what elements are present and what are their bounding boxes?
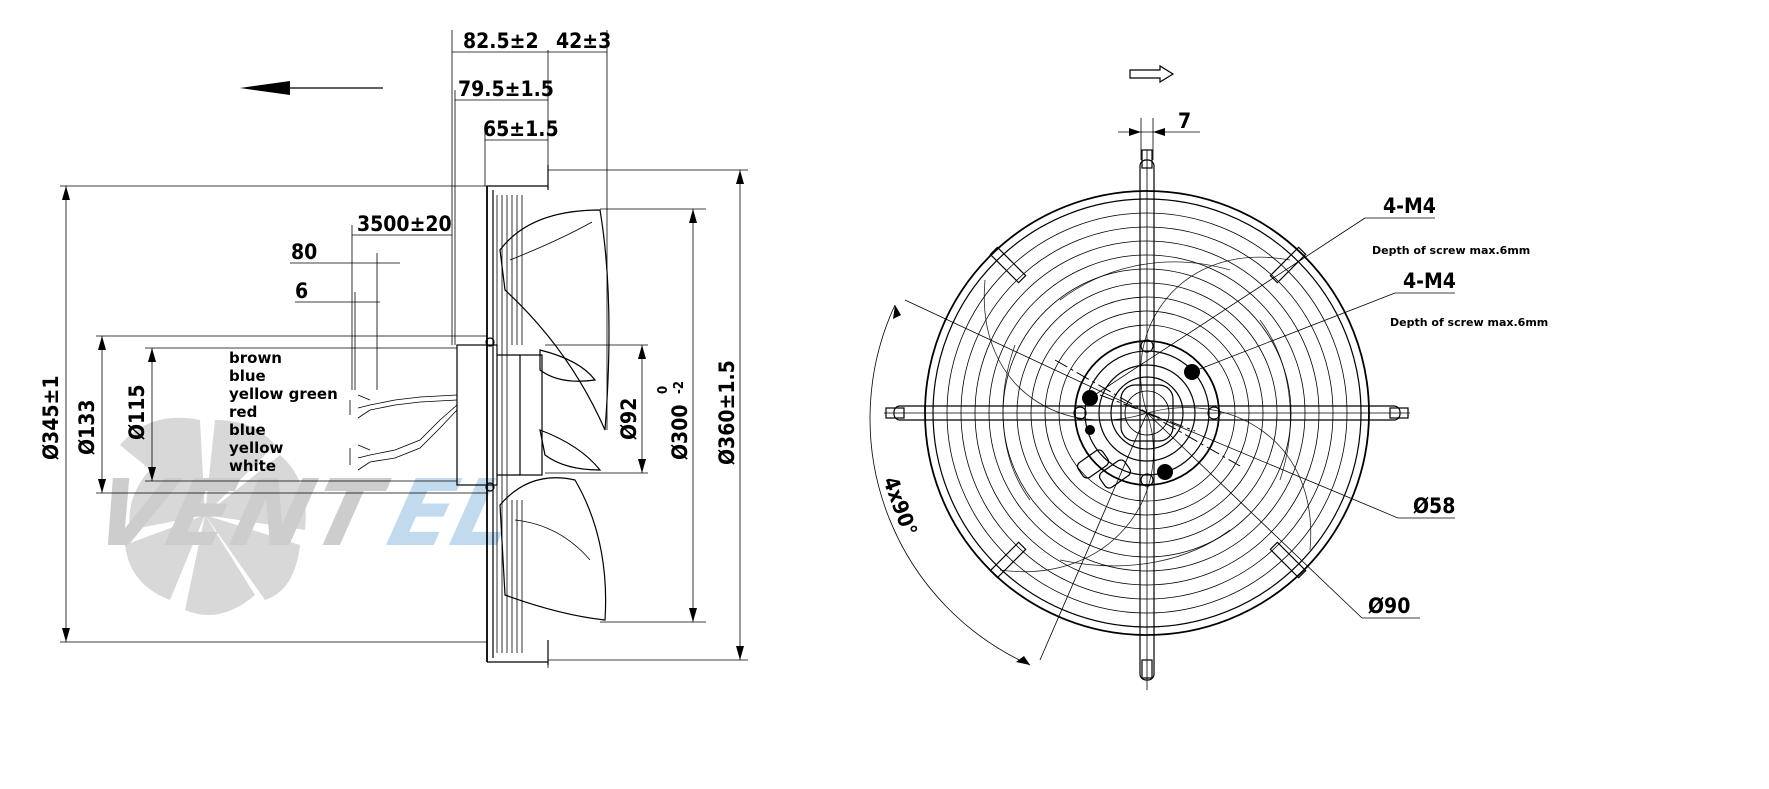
guard-clips (989, 246, 1307, 579)
top-depth-dimensions: 82.5±2 42±3 79.5±1.5 65±1.5 (451, 29, 611, 430)
dim-dia-345: Ø345±1 (39, 376, 63, 460)
thread-callout-1: 4-M4 Depth of screw max.6mm (1089, 194, 1530, 399)
dim-blade-protrusion: 42±3 (556, 29, 611, 53)
impeller-blades-front (983, 256, 1312, 572)
wire-label: yellow green (229, 385, 338, 403)
dim-housing-depth: 65±1.5 (483, 117, 559, 141)
dim-dia-133: Ø133 (75, 400, 99, 456)
left-diameter-dimensions: Ø345±1 Ø133 Ø115 (39, 185, 487, 643)
dim-cable-length: 3500±20 (357, 212, 452, 236)
ventel-watermark: VENT EL (83, 417, 527, 615)
dim-slot-width: 7 (1178, 109, 1191, 133)
dim-overall-depth: 82.5±2 (463, 29, 539, 53)
guard-frame (486, 165, 549, 668)
mounting-struts (884, 149, 1410, 690)
slot-dimension: 7 (1118, 109, 1200, 160)
dim-dia-300-tol-upper: 0 (656, 386, 671, 394)
watermark-fan-logo (120, 417, 306, 615)
guard-rings-side (496, 195, 523, 653)
right-diameter-dimensions: Ø92 Ø300 0 -2 Ø360±1.5 (545, 169, 748, 661)
thread-1-note: Depth of screw max.6mm (1372, 244, 1530, 257)
side-view: brown blue yellow green red blue yellow … (39, 29, 748, 668)
hub-screw (1085, 425, 1095, 435)
dim-dia-90: Ø90 (1368, 594, 1410, 618)
dim-dia-58: Ø58 (1413, 494, 1455, 518)
motor-body-side (456, 337, 543, 492)
dim-dia-300: Ø300 (668, 405, 692, 461)
dim-dia-360: Ø360±1.5 (715, 360, 739, 465)
wire-color-list: brown blue yellow green red blue yellow … (229, 349, 338, 475)
watermark-text-el: EL (378, 460, 526, 567)
cable-gland (1076, 449, 1132, 489)
dim-strip-length: 80 (291, 240, 317, 264)
dia-58-callout: Ø58 (1146, 412, 1455, 519)
watermark-text: VENT (83, 460, 396, 567)
hub-screw (1157, 464, 1173, 480)
thread-2-note: Depth of screw max.6mm (1390, 316, 1548, 329)
dim-dia-115: Ø115 (125, 385, 149, 441)
dia-90-callout: Ø90 (1146, 412, 1420, 619)
cable-dimensions: 3500±20 80 6 (290, 212, 452, 390)
wire-label: blue (229, 367, 266, 385)
cable-bundle (349, 394, 458, 471)
dim-dia-300-tol-lower: -2 (672, 381, 687, 394)
dim-motor-depth: 79.5±1.5 (458, 77, 554, 101)
wire-label: brown (229, 349, 282, 367)
wire-label: red (229, 403, 257, 421)
dim-wire-strip: 6 (295, 279, 308, 303)
wire-label: yellow (229, 439, 284, 457)
airflow-direction-arrow (240, 81, 383, 95)
thread-callout-2: 4-M4 Depth of screw max.6mm (1191, 269, 1548, 373)
dim-dia-92: Ø92 (617, 398, 641, 440)
wire-label: white (229, 457, 276, 475)
front-view: 7 4-M4 Depth of screw max.6mm 4-M4 Depth… (869, 64, 1548, 690)
dim-thread-1: 4-M4 (1383, 194, 1436, 218)
rotation-direction-arrow (1129, 64, 1175, 84)
impeller-blades-side (499, 209, 610, 621)
dim-thread-2: 4-M4 (1403, 269, 1456, 293)
wire-label: blue (229, 421, 266, 439)
